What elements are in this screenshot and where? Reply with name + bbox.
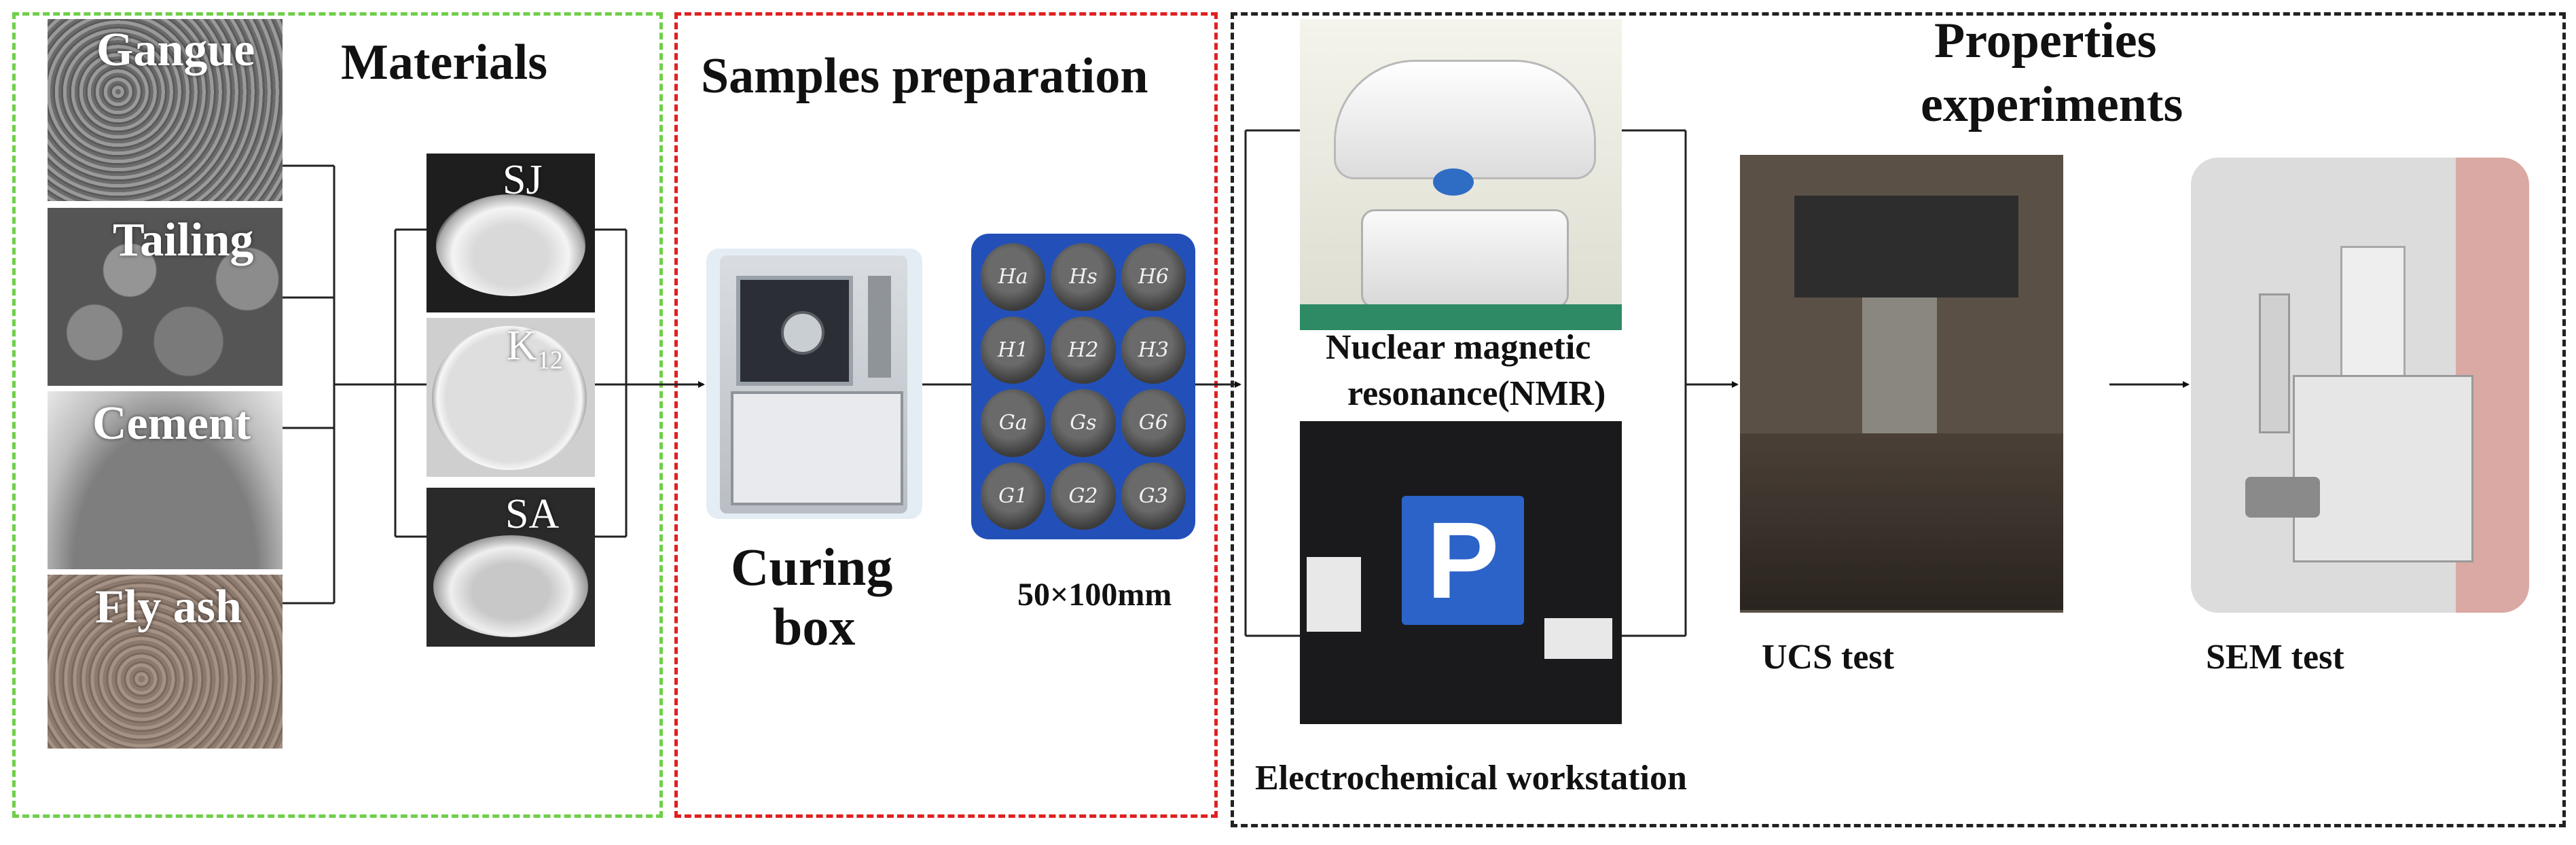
specimen-label: Gs [1070,411,1097,435]
tests-bracket [1244,129,1687,637]
nmr-logo [1433,168,1474,196]
sem-photo [2191,158,2529,613]
gangue-photo: Gangue [48,19,283,201]
nmr-base [1300,304,1622,330]
specimen-cylinder: H2 [1051,316,1116,384]
sj-dish [436,194,585,296]
ucs-label: UCS test [1762,638,1894,677]
specimen-size-label: 50×100mm [1017,577,1172,613]
electrochemical-photo: P [1300,421,1622,724]
nmr-lower-body [1361,209,1569,308]
curing-box-photo [706,249,922,519]
cement-photo: Cement [48,391,283,569]
specimen-cylinder: H1 [981,316,1046,384]
specimen-label: H6 [1138,265,1169,289]
sj-dish-photo: SJ [427,154,595,312]
properties-section-frame [1231,12,2566,827]
gangue-label: Gangue [96,24,255,76]
nmr-label-line1: Nuclear magnetic [1326,328,1591,367]
electrochemical-label: Electrochemical workstation [1255,759,1687,797]
specimen-label: G6 [1138,411,1168,435]
sem-arm [2259,293,2290,433]
materials-title: Materials [341,35,548,90]
sem-detector [2245,477,2320,518]
specimen-label: H3 [1138,338,1169,362]
tailing-photo: Tailing [48,208,283,386]
k12-dish-photo: K12 [427,318,595,477]
samples-title: Samples preparation [701,48,1148,104]
specimen-label: G3 [1138,484,1168,508]
materials-section-frame [12,12,663,818]
tailing-label: Tailing [113,214,254,266]
nmr-photo [1300,19,1622,330]
specimen-cylinder: Hs [1051,243,1116,311]
curing-box-window [736,276,853,386]
electrochemical-sticker-left [1307,557,1361,632]
cement-label: Cement [92,397,251,450]
curing-box-label-line2: box [773,597,856,656]
specimen-cylinder: H3 [1121,316,1186,384]
specimen-label: Ha [998,265,1028,289]
specimen-cylinder: Gs [1051,389,1116,457]
sj-label: SJ [503,157,543,203]
properties-title-line1: Properties [1934,13,2157,69]
curing-box-gauge [781,311,824,355]
specimen-label: H1 [998,338,1029,362]
sem-label: SEM test [2206,638,2344,677]
specimen-label: H2 [1068,338,1099,362]
sem-chamber [2293,375,2473,562]
k12-dish [432,326,587,470]
curing-box-side-stripe [868,276,891,378]
properties-title-line2: experiments [1921,77,2183,132]
electrochemical-logo: P [1402,496,1524,625]
sa-label: SA [505,491,560,537]
curing-box-label-line1: Curing [731,537,893,596]
specimen-cylinder: G1 [981,462,1046,530]
fly-ash-photo: Fly ash [48,575,283,749]
specimen-cylinder: Ga [981,389,1046,457]
specimen-label: Hs [1069,265,1097,289]
specimen-label: G1 [998,484,1028,508]
specimen-cylinder: Ha [981,243,1046,311]
specimen-label: G2 [1068,484,1098,508]
specimen-cylinder: H6 [1121,243,1186,311]
ucs-lower-platen [1740,433,2063,610]
specimen-cylinder: G2 [1051,462,1116,530]
samples-section-frame [674,12,1218,818]
curing-box-lower-panel [731,391,903,505]
ucs-upper-platen [1794,196,2018,298]
ucs-photo [1740,155,2063,613]
specimen-label: Ga [998,411,1028,435]
k12-label-subscript: 12 [537,346,563,375]
sa-dish-photo: SA [427,488,595,647]
additives-bracket [394,228,628,538]
electrochemical-sticker-right [1544,618,1612,659]
nmr-label-line2: resonance(NMR) [1347,374,1606,413]
ucs-specimen [1862,298,1937,433]
raw-materials-bracket [283,164,395,605]
sa-dish [433,535,588,637]
specimen-cylinder: G6 [1121,389,1186,457]
electrochemical-logo-letter: P [1426,499,1500,621]
k12-label-base: K [507,323,537,369]
k12-label: K12 [507,322,563,375]
fly-ash-label: Fly ash [95,581,242,633]
specimen-cylinder: G3 [1121,462,1186,530]
